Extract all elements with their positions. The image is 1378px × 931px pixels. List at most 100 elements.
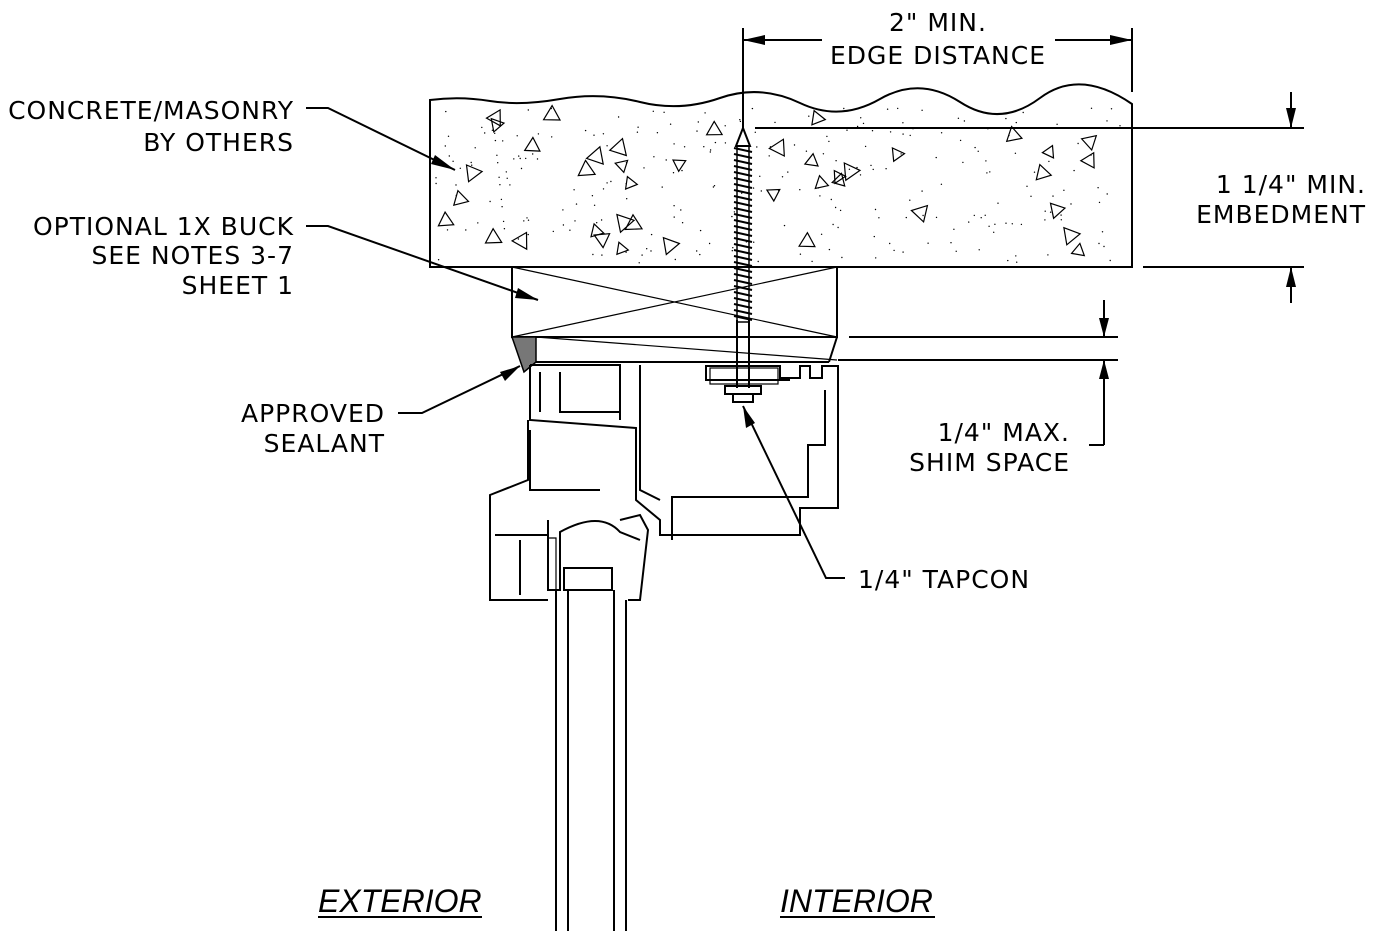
concrete-stipple-dot — [474, 147, 476, 149]
concrete-stipple-dot — [532, 153, 534, 155]
concrete-stipple-dot — [672, 172, 675, 174]
concrete-aggregate — [1049, 202, 1067, 220]
concrete-stipple-dot — [551, 136, 553, 138]
concrete-stipple-dot — [465, 229, 467, 231]
concrete-stipple-dot — [739, 119, 741, 121]
leader-buck — [306, 225, 539, 301]
concrete-aggregate — [1041, 144, 1055, 159]
concrete-stipple-dot — [704, 112, 706, 114]
concrete-stipple-dot — [446, 229, 449, 231]
tapcon-screw-icon — [724, 125, 762, 403]
concrete-stipple-dot — [980, 217, 982, 219]
shim-space — [511, 336, 838, 363]
concrete-stipple-dot — [1044, 210, 1046, 212]
concrete-stipple-dot — [470, 161, 472, 164]
concrete-stipple-dot — [935, 216, 938, 219]
concrete-aggregate — [614, 159, 629, 174]
concrete-stipple-dot — [871, 130, 874, 132]
leader-concrete — [306, 107, 456, 171]
concrete-stipple-dot — [902, 133, 904, 135]
concrete-stipple-dot — [1110, 108, 1113, 110]
concrete-aggregate — [485, 108, 501, 127]
concrete-stipple-dot — [1106, 120, 1108, 122]
concrete-stipple-dot — [985, 160, 987, 162]
concrete-stipple-dot — [1048, 160, 1050, 163]
concrete-stipple-dot — [843, 107, 845, 110]
concrete-aggregate — [1063, 226, 1082, 246]
concrete-stipple-dot — [1044, 219, 1046, 221]
concrete-aggregate — [484, 227, 503, 244]
sealant-label-1: APPROVED — [241, 399, 385, 428]
concrete-stipple-dot — [848, 168, 851, 170]
concrete-hatch — [435, 104, 1121, 264]
concrete-aggregate — [705, 120, 724, 136]
concrete-stipple-dot — [650, 250, 652, 252]
concrete-aggregate — [1005, 125, 1024, 143]
concrete-stipple-dot — [593, 134, 595, 136]
concrete-stipple-dot — [663, 111, 665, 114]
concrete-stipple-dot — [885, 168, 887, 170]
concrete-stipple-dot — [455, 194, 457, 197]
concrete-stipple-dot — [606, 182, 608, 184]
concrete-stipple-dot — [968, 221, 970, 223]
concrete-stipple-dot — [974, 146, 976, 149]
concrete-stipple-dot — [828, 140, 830, 143]
exterior-label: EXTERIOR — [318, 883, 482, 919]
concrete-stipple-dot — [610, 180, 612, 183]
concrete-stipple-dot — [447, 135, 450, 137]
concrete-stipple-dot — [769, 146, 772, 148]
concrete-stipple-dot — [1033, 171, 1036, 173]
concrete-stipple-dot — [989, 171, 991, 173]
concrete-stipple-dot — [665, 159, 667, 161]
concrete-stipple-dot — [638, 262, 640, 264]
embedment-label-2: EMBEDMENT — [1196, 200, 1366, 229]
concrete-stipple-dot — [518, 155, 520, 157]
concrete-stipple-dot — [602, 188, 605, 190]
concrete-stipple-dot — [709, 149, 712, 151]
concrete-stipple-dot — [452, 160, 454, 162]
concrete-stipple-dot — [909, 199, 911, 201]
concrete-stipple-dot — [1073, 169, 1075, 172]
interior-label: INTERIOR — [780, 883, 933, 919]
concrete-stipple-dot — [513, 158, 515, 160]
concrete-stipple-dot — [709, 151, 711, 153]
leader-tapcon — [742, 405, 845, 579]
concrete-aggregate — [814, 174, 830, 190]
concrete-stipple-dot — [1098, 242, 1100, 245]
concrete-stipple-dot — [683, 146, 686, 148]
concrete-stipple-dot — [477, 222, 479, 224]
concrete-stipple-dot — [828, 248, 831, 251]
concrete-stipple-dot — [878, 217, 880, 219]
concrete-stipple-dot — [653, 156, 655, 158]
concrete-stipple-dot — [841, 256, 843, 259]
concrete-aggregate — [798, 231, 816, 248]
concrete-stipple-dot — [696, 130, 698, 132]
concrete-stipple-dot — [652, 110, 654, 113]
concrete-stipple-dot — [681, 169, 683, 172]
edge-distance-label-1: 2" MIN. — [889, 8, 987, 37]
concrete-stipple-dot — [783, 224, 786, 227]
concrete-aggregate — [671, 159, 687, 173]
concrete-stipple-dot — [886, 108, 889, 110]
concrete-stipple-dot — [874, 208, 877, 211]
concrete-aggregate — [510, 231, 528, 251]
concrete-stipple-dot — [837, 226, 839, 229]
concrete-stipple-dot — [445, 110, 447, 113]
glass-unit — [555, 590, 627, 931]
concrete-aggregate — [1070, 242, 1086, 257]
concrete-stipple-dot — [527, 233, 529, 236]
concrete-stipple-dot — [1090, 154, 1092, 156]
concrete-stipple-dot — [799, 253, 802, 255]
concrete-aggregate — [910, 204, 929, 224]
concrete-aggregate — [616, 241, 630, 256]
concrete-stipple-dot — [669, 123, 672, 125]
concrete-stipple-dot — [757, 260, 759, 263]
concrete-stipple-dot — [641, 254, 643, 256]
concrete-stipple-dot — [584, 129, 587, 132]
concrete-aggregate — [662, 236, 681, 256]
concrete-stipple-dot — [1008, 134, 1010, 137]
concrete-aggregate — [437, 210, 455, 227]
concrete-stipple-dot — [864, 145, 867, 148]
concrete-aggregate — [616, 213, 636, 234]
